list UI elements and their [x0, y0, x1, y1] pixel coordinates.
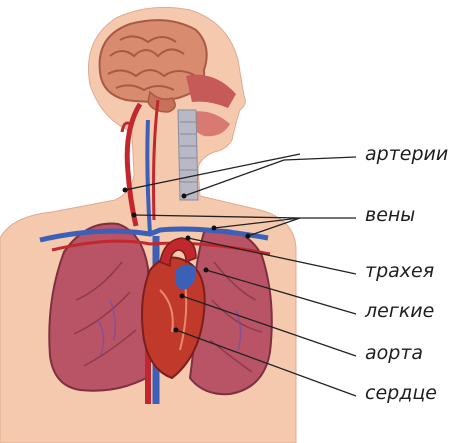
- label-veins: вены: [365, 206, 415, 225]
- label-heart: сердце: [365, 384, 437, 403]
- label-lungs: легкие: [365, 302, 434, 321]
- label-aorta: аорта: [365, 344, 423, 363]
- label-arteries: артерии: [365, 145, 448, 164]
- label-trachea: трахея: [365, 262, 434, 281]
